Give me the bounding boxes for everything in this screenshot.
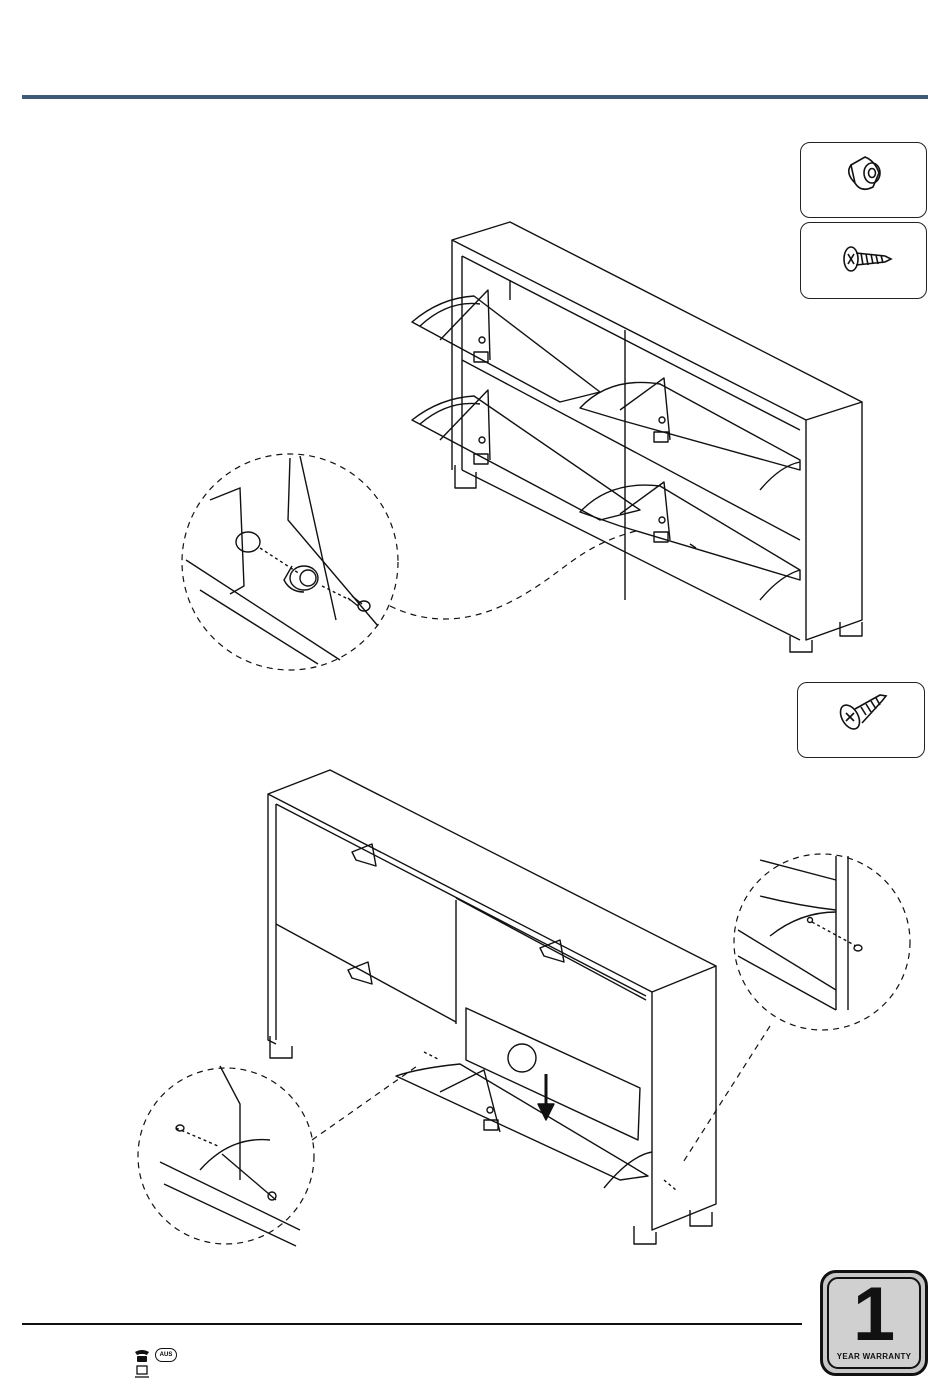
footer-rule [22, 1323, 802, 1325]
warranty-label: YEAR WARRANTY [829, 1352, 919, 1361]
warranty-badge: 1 YEAR WARRANTY [820, 1270, 928, 1376]
step1-cabinet-illustration [0, 0, 950, 700]
computer-icon [134, 1365, 150, 1379]
contact-icons: AUS [133, 1348, 183, 1382]
warranty-badge-inner: 1 YEAR WARRANTY [827, 1277, 921, 1369]
region-badge-text: AUS [160, 1352, 173, 1358]
warranty-years: 1 [829, 1275, 919, 1355]
region-badge: AUS [155, 1348, 177, 1362]
step2-cabinet-illustration [0, 700, 950, 1260]
